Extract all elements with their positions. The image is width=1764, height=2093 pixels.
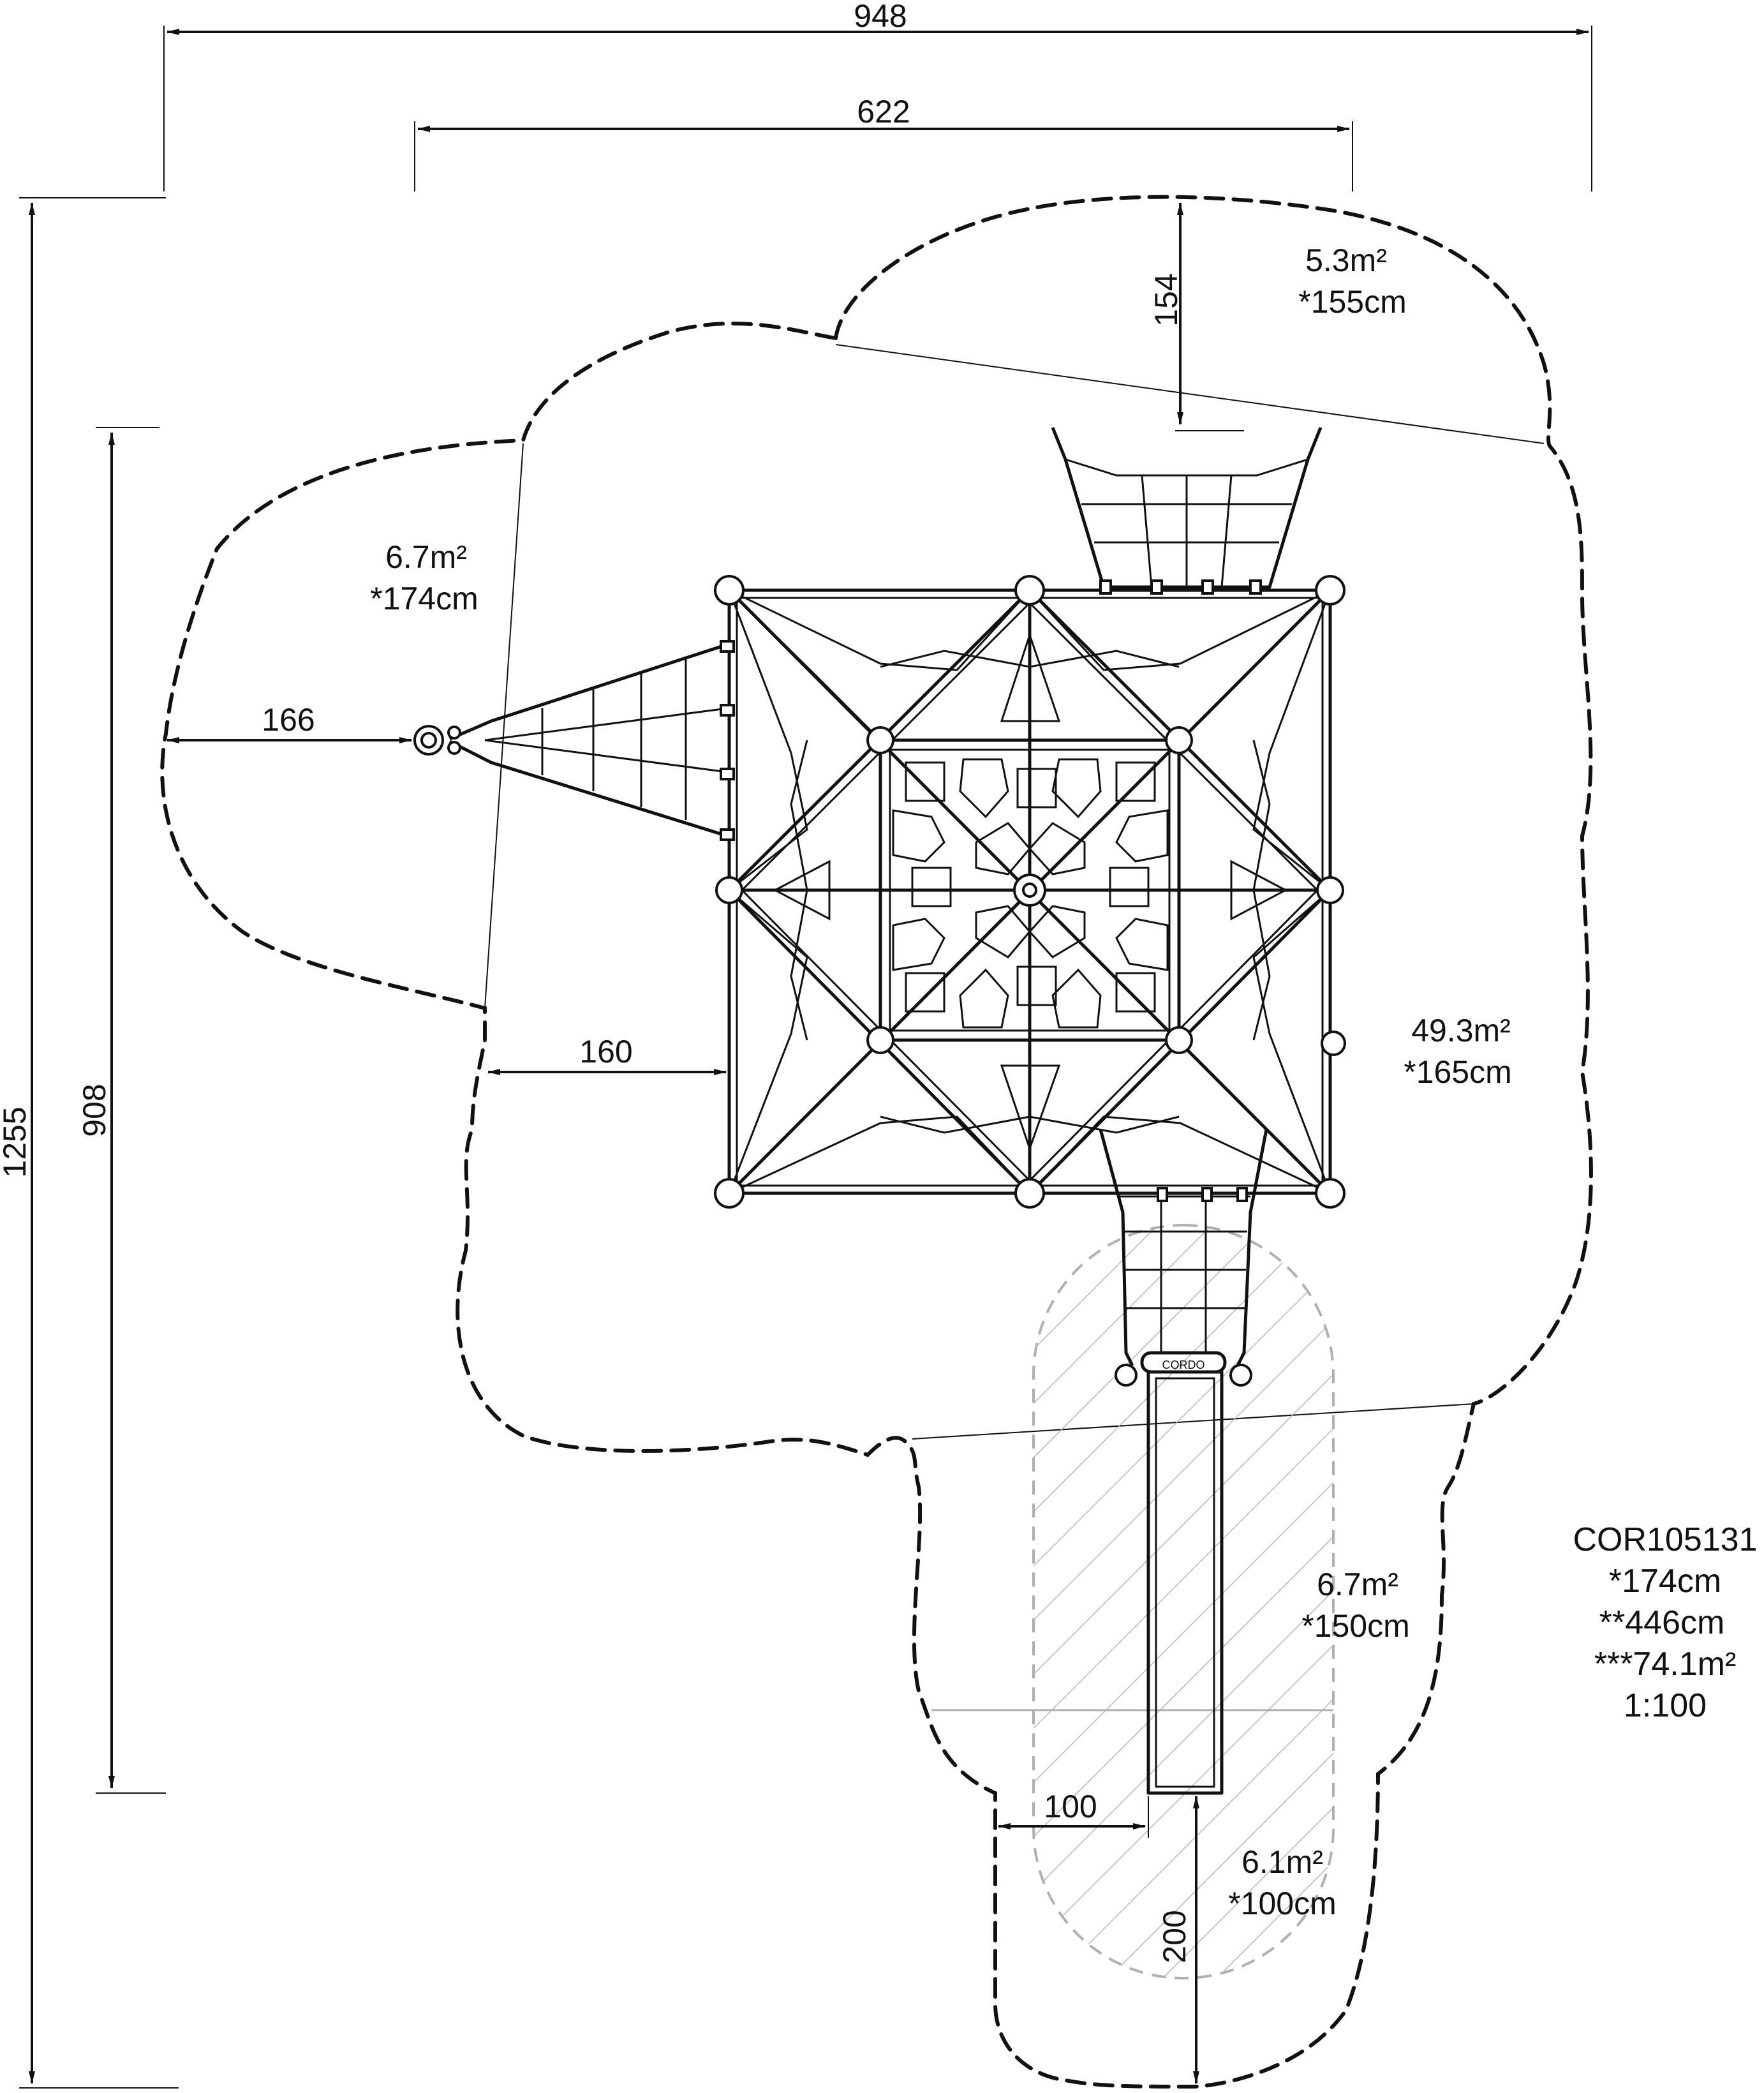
free-fall-height: *174cm — [1609, 1563, 1721, 1600]
zone-divider-left — [484, 443, 524, 1009]
dim-structure-height: 908 — [77, 1084, 112, 1136]
main-zone-area: 49.3m² — [1411, 1013, 1511, 1048]
slide-safety-zone — [931, 1224, 1335, 1979]
top-zone-area: 5.3m² — [1305, 242, 1387, 278]
top-climbing-net — [1051, 427, 1323, 595]
product-code: COR105131 — [1573, 1521, 1757, 1558]
slide: CORDO — [1099, 1129, 1268, 1795]
slide-zone-height: *150cm — [1301, 1608, 1410, 1644]
dim-slide-exit-clearance: 200 — [1157, 1910, 1192, 1963]
slide-zone-area: 6.7m² — [1317, 1567, 1398, 1602]
slide-brand-label: CORDO — [1162, 1359, 1205, 1371]
drawing-scale: 1:100 — [1624, 1687, 1707, 1724]
dimension-lines — [19, 26, 1592, 2089]
left-zone-area: 6.7m² — [385, 539, 467, 575]
dim-left-net-clearance: 166 — [262, 702, 315, 738]
dim-overall-height: 1255 — [0, 1106, 33, 1177]
impact-area: ***74.1m² — [1594, 1646, 1737, 1683]
dim-left-frame-clearance: 160 — [579, 1034, 632, 1069]
info-block: COR105131 *174cm **446cm ***74.1m² 1:100 — [1573, 1521, 1757, 1724]
safety-zone-outline — [160, 195, 1593, 2089]
posts — [714, 575, 1346, 1209]
dim-slide-side-clearance: 100 — [1044, 1789, 1097, 1824]
main-zone-height: *165cm — [1404, 1054, 1512, 1090]
total-height: **446cm — [1599, 1604, 1725, 1641]
dim-overall-width: 948 — [854, 0, 907, 34]
top-zone-height: *155cm — [1298, 284, 1407, 320]
dim-top-net-clearance: 154 — [1148, 273, 1184, 326]
climbing-structure — [714, 575, 1346, 1209]
zone-divider-top — [835, 344, 1545, 444]
slide-exit-zone-area: 6.1m² — [1241, 1844, 1323, 1880]
left-climbing-net — [413, 640, 735, 841]
left-zone-height: *174cm — [370, 581, 478, 616]
slide-exit-zone-height: *100cm — [1228, 1886, 1337, 1921]
dim-structure-width: 622 — [857, 94, 910, 130]
